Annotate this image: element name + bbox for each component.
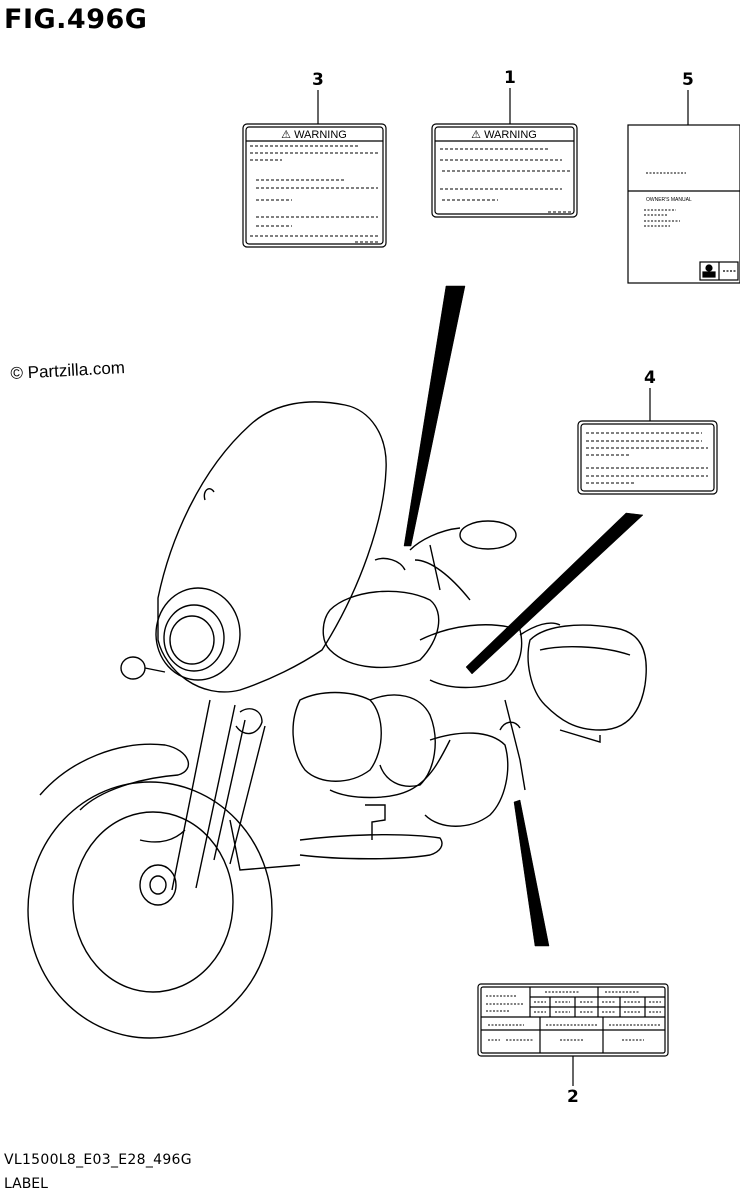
figure-title: FIG.496G: [4, 4, 148, 35]
callout-4[interactable]: 4: [644, 368, 656, 388]
pointer-label-2: [513, 799, 550, 947]
pointer-label-1: [403, 285, 466, 547]
label-5-text: OWNER'S MANUAL: [646, 197, 692, 203]
label-1-warning[interactable]: [431, 123, 578, 218]
label-3-heading: ⚠ WARNING: [281, 129, 347, 141]
figure-caption: LABEL: [4, 1176, 48, 1192]
callout-1[interactable]: 1: [504, 68, 516, 88]
callout-5[interactable]: 5: [682, 70, 694, 90]
label-2-table[interactable]: [477, 983, 669, 1057]
label-4[interactable]: [577, 420, 718, 495]
label-3-warning[interactable]: [242, 123, 387, 248]
pointer-label-4: [465, 512, 644, 675]
model-code: VL1500L8_E03_E28_496G: [4, 1152, 192, 1168]
callout-2[interactable]: 2: [567, 1087, 579, 1107]
motorcycle-outline: [27, 401, 647, 1039]
callout-3[interactable]: 3: [312, 70, 324, 90]
pointer-wedges: [403, 285, 644, 947]
label-1-heading: ⚠ WARNING: [471, 129, 537, 141]
label-5-manual[interactable]: [627, 124, 740, 284]
